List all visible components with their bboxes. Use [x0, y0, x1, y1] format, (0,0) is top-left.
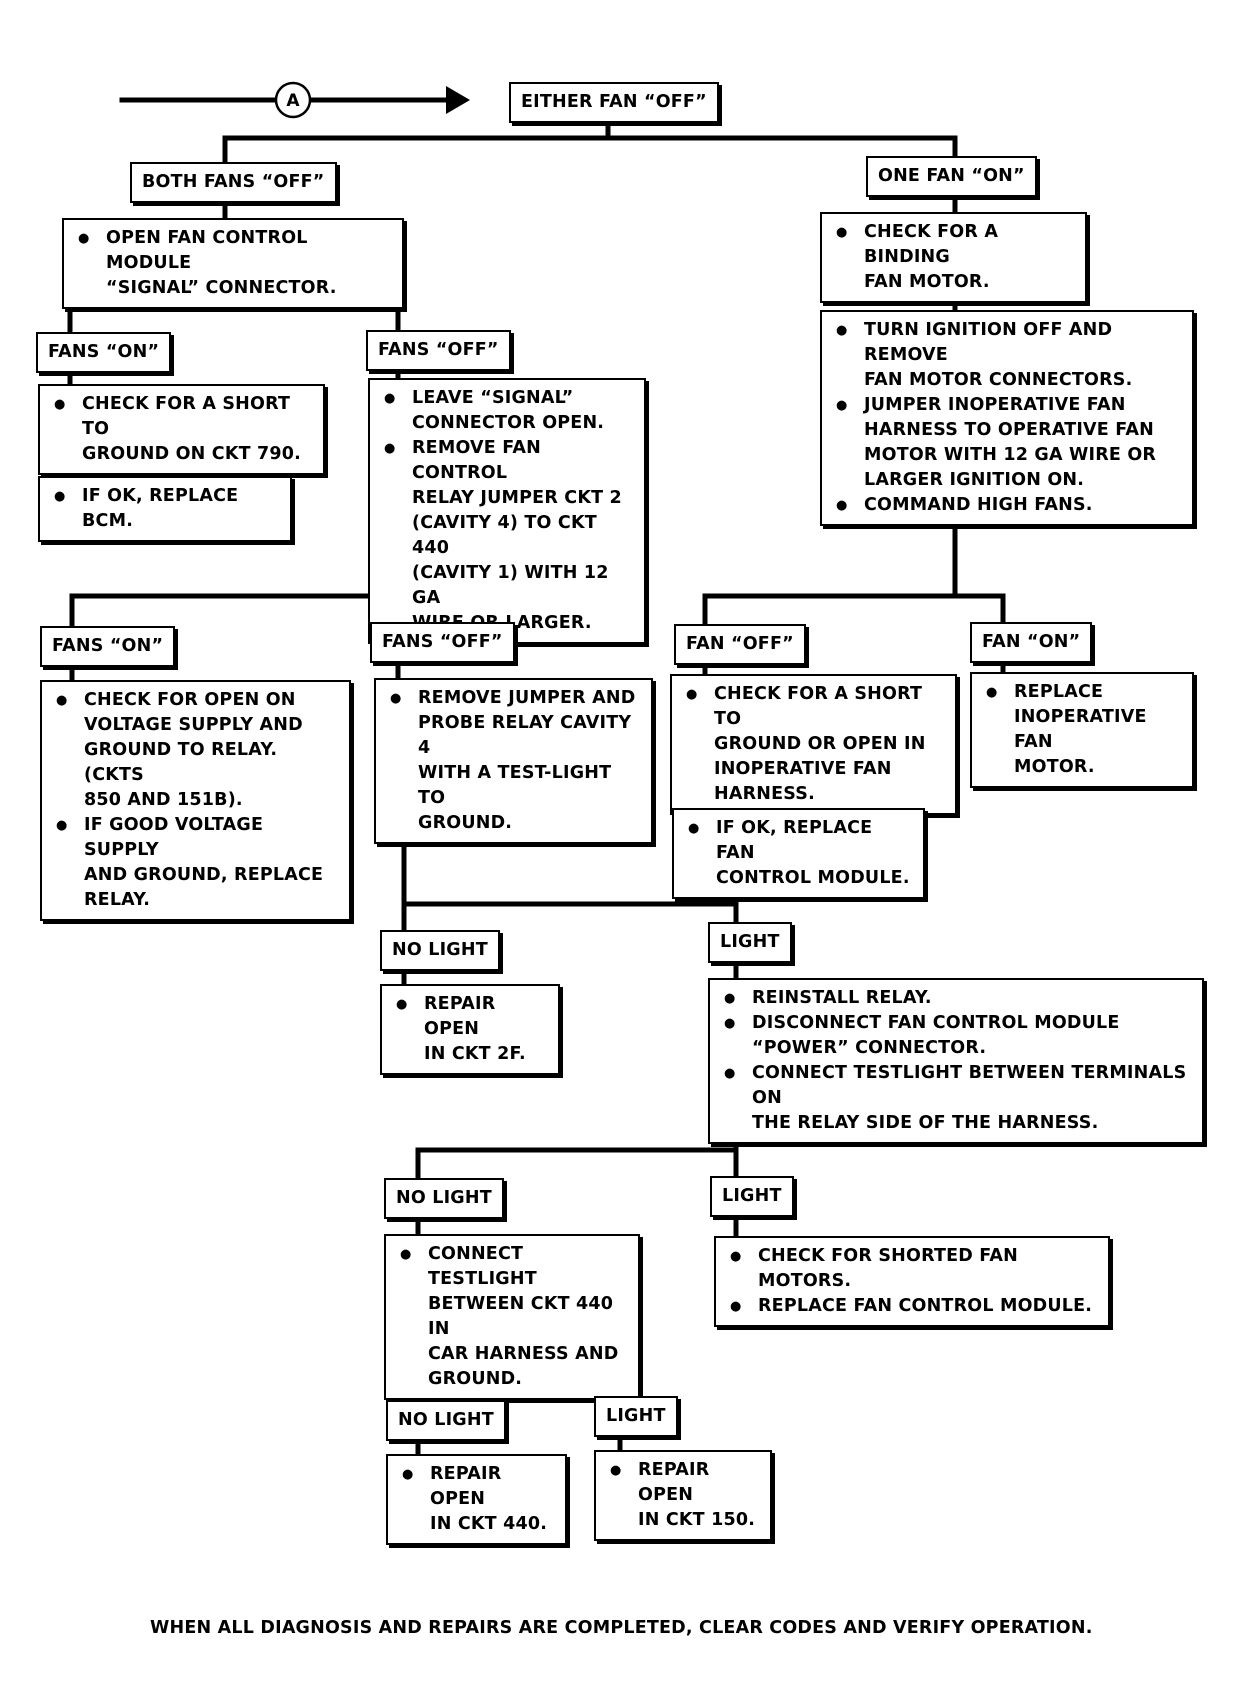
fan-on-step-box: REPLACE INOPERATIVE FAN MOTOR.	[970, 672, 1194, 788]
both-fans-off-box: BOTH FANS “OFF”	[130, 162, 337, 203]
step-item: REPAIR OPEN IN CKT 150.	[606, 1458, 760, 1533]
both-fans-off-label: BOTH FANS “OFF”	[142, 172, 325, 192]
step-list: LEAVE “SIGNAL” CONNECTOR OPEN.REMOVE FAN…	[380, 386, 634, 636]
no-light-3-box: NO LIGHT	[386, 1400, 506, 1441]
step-item: REMOVE JUMPER AND PROBE RELAY CAVITY 4 W…	[386, 686, 641, 836]
root-label: EITHER FAN “OFF”	[521, 92, 707, 112]
fans-on-2-box: FANS “ON”	[40, 626, 176, 667]
step-list: CHECK FOR OPEN ON VOLTAGE SUPPLY AND GRO…	[52, 688, 339, 913]
step-item: CONNECT TESTLIGHT BETWEEN CKT 440 IN CAR…	[396, 1242, 628, 1392]
light-2-label: LIGHT	[722, 1186, 782, 1206]
step-item: DISCONNECT FAN CONTROL MODULE “POWER” CO…	[720, 1011, 1192, 1061]
fans-off-label: FANS “OFF”	[378, 340, 499, 360]
step-item: COMMAND HIGH FANS.	[832, 493, 1182, 518]
fan-off-box: FAN “OFF”	[674, 624, 806, 665]
step-list: CHECK FOR A SHORT TO GROUND ON CKT 790.	[50, 392, 313, 467]
root-either-fan-off: EITHER FAN “OFF”	[509, 82, 719, 123]
one-fan-on-label: ONE FAN “ON”	[878, 166, 1025, 186]
fans-off-2-box: FANS “OFF”	[370, 622, 515, 663]
step-item: CHECK FOR A SHORT TO GROUND ON CKT 790.	[50, 392, 313, 467]
step-list: REPAIR OPEN IN CKT 440.	[398, 1462, 555, 1537]
step-list: IF OK, REPLACE BCM.	[50, 484, 280, 534]
fan-on-box: FAN “ON”	[970, 622, 1093, 663]
one-fan-on-box: ONE FAN “ON”	[866, 156, 1037, 197]
light-3-step-box: REPAIR OPEN IN CKT 150.	[594, 1450, 772, 1541]
step-list: OPEN FAN CONTROL MODULE “SIGNAL” CONNECT…	[74, 226, 392, 301]
step-item: TURN IGNITION OFF AND REMOVE FAN MOTOR C…	[832, 318, 1182, 393]
no-light-step-box: REPAIR OPEN IN CKT 2F.	[380, 984, 560, 1075]
footer-note: WHEN ALL DIAGNOSIS AND REPAIRS ARE COMPL…	[150, 1618, 1093, 1638]
step-item: CHECK FOR A SHORT TO GROUND OR OPEN IN I…	[682, 682, 945, 807]
no-light-3-step-box: REPAIR OPEN IN CKT 440.	[386, 1454, 567, 1545]
step-item: IF GOOD VOLTAGE SUPPLY AND GROUND, REPLA…	[52, 813, 339, 913]
no-light-2-step-box: CONNECT TESTLIGHT BETWEEN CKT 440 IN CAR…	[384, 1234, 640, 1400]
step-item: LEAVE “SIGNAL” CONNECTOR OPEN.	[380, 386, 634, 436]
fans-on-2-step-box: CHECK FOR OPEN ON VOLTAGE SUPPLY AND GRO…	[40, 680, 351, 921]
step-item: JUMPER INOPERATIVE FAN HARNESS TO OPERAT…	[832, 393, 1182, 493]
step-list: REPLACE INOPERATIVE FAN MOTOR.	[982, 680, 1182, 780]
step-item: IF OK, REPLACE BCM.	[50, 484, 280, 534]
fans-on-box: FANS “ON”	[36, 332, 172, 373]
no-light-box: NO LIGHT	[380, 930, 500, 971]
step-item: REPLACE INOPERATIVE FAN MOTOR.	[982, 680, 1182, 780]
light-step-box: REINSTALL RELAY.DISCONNECT FAN CONTROL M…	[708, 978, 1204, 1144]
light-box: LIGHT	[708, 922, 792, 963]
step-item: REPLACE FAN CONTROL MODULE.	[726, 1294, 1098, 1319]
no-light-3-label: NO LIGHT	[398, 1410, 494, 1430]
step-item: CHECK FOR SHORTED FAN MOTORS.	[726, 1244, 1098, 1294]
fans-on-2-label: FANS “ON”	[52, 636, 164, 656]
step-list: CHECK FOR A SHORT TO GROUND OR OPEN IN I…	[682, 682, 945, 807]
step-list: CONNECT TESTLIGHT BETWEEN CKT 440 IN CAR…	[396, 1242, 628, 1392]
step-list: REMOVE JUMPER AND PROBE RELAY CAVITY 4 W…	[386, 686, 641, 836]
step-item: REMOVE FAN CONTROL RELAY JUMPER CKT 2 (C…	[380, 436, 634, 636]
light-3-label: LIGHT	[606, 1406, 666, 1426]
light-2-step-box: CHECK FOR SHORTED FAN MOTORS.REPLACE FAN…	[714, 1236, 1110, 1327]
both-fans-off-step-box: OPEN FAN CONTROL MODULE “SIGNAL” CONNECT…	[62, 218, 404, 309]
fans-off-box: FANS “OFF”	[366, 330, 511, 371]
step-item: CHECK FOR A BINDING FAN MOTOR.	[832, 220, 1075, 295]
step-list: REPAIR OPEN IN CKT 150.	[606, 1458, 760, 1533]
step-item: REPAIR OPEN IN CKT 440.	[398, 1462, 555, 1537]
fan-on-label: FAN “ON”	[982, 632, 1081, 652]
step-list: CHECK FOR SHORTED FAN MOTORS.REPLACE FAN…	[726, 1244, 1098, 1319]
step-item: CHECK FOR OPEN ON VOLTAGE SUPPLY AND GRO…	[52, 688, 339, 813]
fan-off-step1-box: CHECK FOR A SHORT TO GROUND OR OPEN IN I…	[670, 674, 957, 815]
step-list: TURN IGNITION OFF AND REMOVE FAN MOTOR C…	[832, 318, 1182, 518]
no-light-label: NO LIGHT	[392, 940, 488, 960]
step-list: REPAIR OPEN IN CKT 2F.	[392, 992, 548, 1067]
step-item: REPAIR OPEN IN CKT 2F.	[392, 992, 548, 1067]
one-fan-on-step2-box: TURN IGNITION OFF AND REMOVE FAN MOTOR C…	[820, 310, 1194, 526]
fans-off-2-step-box: REMOVE JUMPER AND PROBE RELAY CAVITY 4 W…	[374, 678, 653, 844]
light-3-box: LIGHT	[594, 1396, 678, 1437]
fans-off-step-box: LEAVE “SIGNAL” CONNECTOR OPEN.REMOVE FAN…	[368, 378, 646, 644]
step-item: IF OK, REPLACE FAN CONTROL MODULE.	[684, 816, 913, 891]
step-list: CHECK FOR A BINDING FAN MOTOR.	[832, 220, 1075, 295]
step-item: CONNECT TESTLIGHT BETWEEN TERMINALS ON T…	[720, 1061, 1192, 1136]
step-item: REINSTALL RELAY.	[720, 986, 1192, 1011]
fans-on-label: FANS “ON”	[48, 342, 160, 362]
step-list: REINSTALL RELAY.DISCONNECT FAN CONTROL M…	[720, 986, 1192, 1136]
fans-on-step2-box: IF OK, REPLACE BCM.	[38, 476, 292, 542]
no-light-2-box: NO LIGHT	[384, 1178, 504, 1219]
light-label: LIGHT	[720, 932, 780, 952]
step-item: OPEN FAN CONTROL MODULE “SIGNAL” CONNECT…	[74, 226, 392, 301]
fan-off-step2-box: IF OK, REPLACE FAN CONTROL MODULE.	[672, 808, 925, 899]
connector-a-label: A	[286, 91, 300, 111]
fan-off-label: FAN “OFF”	[686, 634, 794, 654]
fans-on-step1-box: CHECK FOR A SHORT TO GROUND ON CKT 790.	[38, 384, 325, 475]
light-2-box: LIGHT	[710, 1176, 794, 1217]
fans-off-2-label: FANS “OFF”	[382, 632, 503, 652]
one-fan-on-step1-box: CHECK FOR A BINDING FAN MOTOR.	[820, 212, 1087, 303]
no-light-2-label: NO LIGHT	[396, 1188, 492, 1208]
step-list: IF OK, REPLACE FAN CONTROL MODULE.	[684, 816, 913, 891]
